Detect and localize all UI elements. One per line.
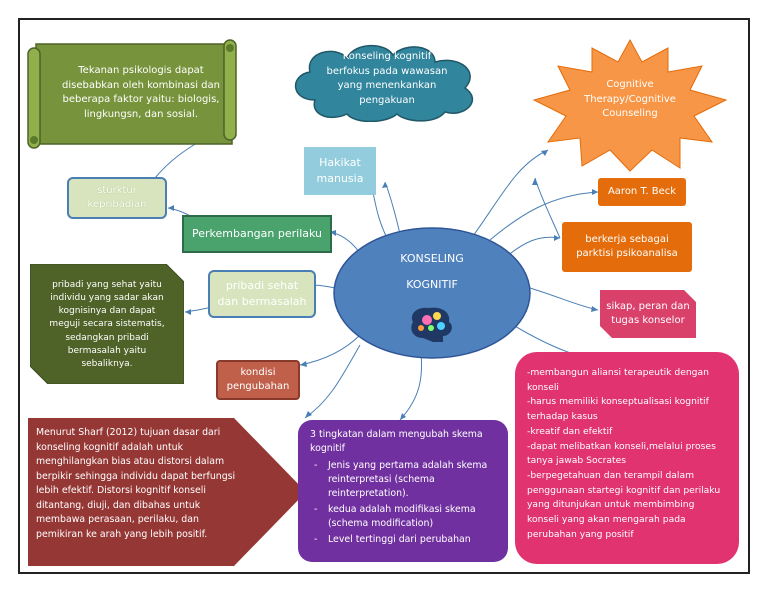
pribadi-sehat-box: pribadi sehat dan bermasalah (208, 270, 316, 318)
levels-list: Jenis yang pertama adalah skema reinterp… (310, 459, 496, 550)
starburst-shape (532, 38, 728, 172)
scroll-shape (27, 39, 237, 149)
levels-box: 3 tingkatan dalam mengubah skema kogniti… (298, 420, 508, 562)
brain-gears-icon (411, 307, 452, 342)
roles-item: -membangun aliansi terapeutik dengan kon… (527, 367, 709, 393)
levels-item: Jenis yang pertama adalah skema reinterp… (314, 459, 496, 500)
roles-item: -dapat melibatkan konseli,melalui proses… (527, 440, 716, 467)
sikap-shape (600, 290, 696, 338)
link-to-star (469, 149, 549, 241)
link-praktisi-star (534, 177, 561, 239)
center-title: KONSELING (400, 252, 464, 266)
link-to-sharf (304, 344, 361, 419)
praktisi-box: berkerja sebagai parktisi psikoanalisa (562, 222, 692, 272)
link-to-aaron (489, 191, 599, 241)
roles-item: -berpegetahuan dan terampil dalam penggu… (527, 470, 721, 540)
sikap-text: sikap, peran dan tugas konselor (606, 300, 690, 327)
cloud-shape (294, 44, 474, 122)
cloud-text: Konseling kognitif berfokus pada wawasan… (326, 51, 448, 106)
aaron-beck-box: Aaron T. Beck (598, 178, 686, 206)
roles-item: -kreatif dan efektif (527, 425, 613, 437)
sharf-shape (28, 418, 306, 566)
sharf-text: Menurut Sharf (2012) tujuan dasar dari k… (36, 427, 236, 541)
center-subtitle: KOGNITIF (406, 278, 458, 292)
center-node (333, 227, 531, 359)
scroll-text: Tekanan psikologis dapat disebabkan oleh… (61, 65, 220, 120)
link-to-kondisi (299, 334, 361, 366)
kondisi-pengubahan-box: kondisi pengubahan (216, 360, 300, 400)
pribadi-desc-text: pribadi yang sehat yaitu individu yang s… (49, 280, 165, 369)
struktur-kepribadian-box: sturktur kepribadian (67, 177, 167, 219)
starburst-text: Cognitive Therapy/Cognitive Counseling (584, 79, 676, 120)
levels-title: 3 tingkatan dalam mengubah skema kogniti… (310, 429, 483, 454)
roles-item: -harus memiliki konseptualisasi kognitif… (527, 396, 709, 423)
diagram-frame (18, 18, 750, 574)
hakikat-manusia-box: Hakikat manusia (304, 147, 376, 195)
levels-item: Level tertinggi dari perubahan (314, 533, 496, 547)
roles-box: -membangun aliansi terapeutik dengan kon… (515, 352, 739, 564)
perkembangan-perilaku-box: Perkembangan perilaku (182, 215, 332, 253)
pribadi-desc-shape (30, 264, 184, 384)
levels-item: kedua adalah modifikasi skema (schema mo… (314, 503, 496, 530)
